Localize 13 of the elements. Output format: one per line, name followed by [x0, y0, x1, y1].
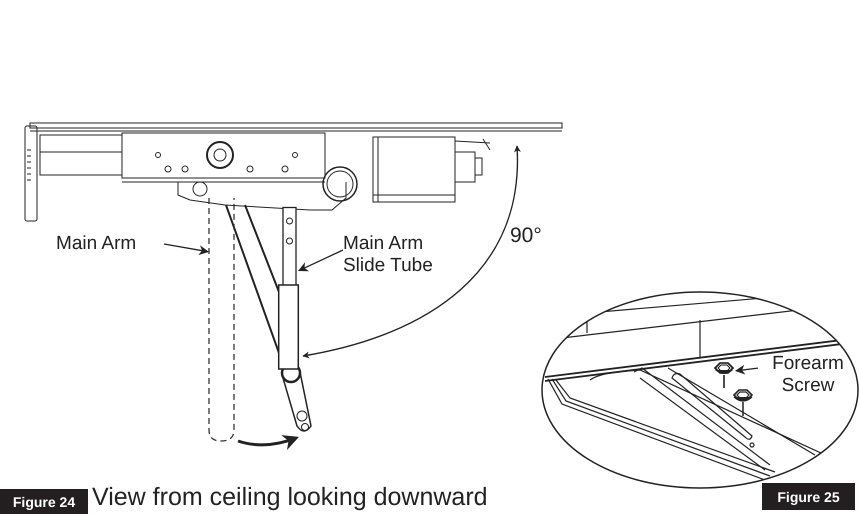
figure-caption: View from ceiling looking downward — [92, 483, 488, 512]
part-label: Forearm Screw — [771, 353, 845, 397]
screw-drawing — [712, 361, 736, 389]
leader-line — [735, 364, 758, 375]
angle-label: 90° — [510, 224, 542, 248]
leader-line — [298, 249, 344, 272]
main-arm-outline — [208, 198, 235, 442]
part-label: Main Arm — [56, 233, 136, 255]
part-label: Main Arm Slide Tube — [343, 233, 434, 277]
leader-line — [164, 243, 209, 256]
slide-tube — [278, 207, 299, 370]
figure-number: Figure 24 — [0, 489, 88, 514]
figure-number: Figure 25 — [762, 483, 855, 510]
